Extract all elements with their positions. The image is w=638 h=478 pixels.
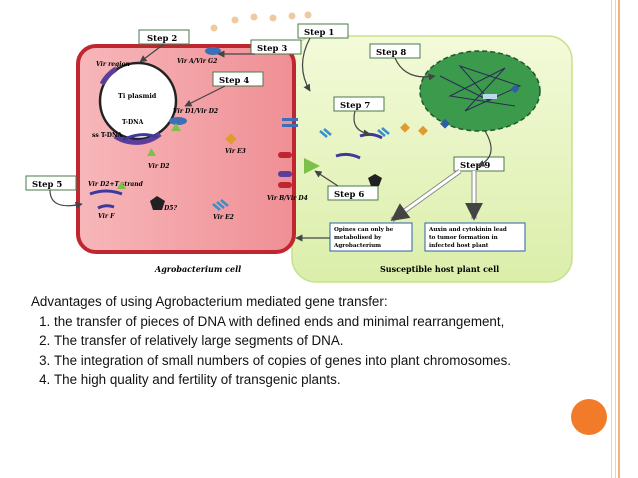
auxin-box: Auxin and cytokinin lead to tumor format… (424, 222, 526, 252)
vir-b-channel-bottom (278, 182, 292, 188)
svg-text:Opines can only be: Opines can only be (334, 227, 394, 233)
advantages-list: the transfer of pieces of DNA with defin… (31, 312, 591, 390)
vir-region-arc (99, 66, 118, 86)
step-1-box: Step 1 (297, 23, 349, 39)
svg-text:Step 7: Step 7 (340, 101, 370, 111)
svg-text:Auxin and cytokinin lead: Auxin and cytokinin lead (428, 227, 507, 233)
vir-b-d4-label: Vir B/Vir D4 (267, 195, 308, 202)
t-strand-strand (89, 189, 123, 196)
svg-text:to tumor formation in: to tumor formation in (429, 235, 498, 241)
vir-region-label: Vir region (96, 61, 130, 68)
vir-d2-t-strand-label: Vir D2+T strand (88, 181, 144, 188)
host-cell-label: Susceptible host plant cell (380, 264, 499, 274)
signal-dot (250, 13, 258, 21)
step-4-box: Step 4 (212, 71, 264, 87)
vir-e3-diamond (225, 133, 237, 145)
t-strand-triangle (117, 181, 126, 189)
vir-d1-d2-shape (169, 117, 187, 125)
nucleus-segment (483, 94, 497, 99)
advantages-section: Advantages of using Agrobacterium mediat… (31, 292, 591, 390)
ss-t-dna-strand (122, 133, 158, 142)
ti-plasmid-label: Ti plasmid (118, 92, 157, 100)
advantage-item: The integration of small numbers of copi… (54, 351, 591, 371)
vir-d5-pentagon (150, 196, 165, 210)
orange-circle-decoration (571, 399, 607, 435)
vir-b-channel-mid (278, 171, 292, 177)
vir-f-strand (97, 204, 115, 210)
membrane-pore-1 (282, 118, 298, 121)
step-2-box: Step 2 (138, 29, 190, 45)
signal-dot (304, 11, 312, 19)
arrow-nucleus-step9 (477, 130, 492, 167)
right-stripe (618, 0, 620, 478)
svg-text:infected host plant: infected host plant (429, 243, 489, 249)
svg-text:Step 1: Step 1 (304, 28, 334, 38)
advantage-item: the transfer of pieces of DNA with defin… (54, 312, 591, 332)
arrow-step6 (314, 170, 339, 187)
ti-plasmid (98, 61, 178, 141)
right-stripe-thin (615, 0, 616, 478)
arrow-step4 (184, 85, 226, 107)
signal-dot (210, 24, 218, 32)
vir-a-g2-label: Vir A/Vir G2 (177, 58, 217, 65)
arrow-step5 (49, 189, 83, 209)
nucleus (419, 50, 541, 132)
t-dna-label: T-DNA (122, 119, 144, 126)
step-3-box: Step 3 (250, 39, 302, 55)
right-stripe-thin-2 (611, 0, 612, 478)
step-7-box: Step 7 (333, 96, 385, 112)
vir-d2-triangle (147, 148, 156, 156)
vir-d1-d2-triangle (171, 123, 181, 131)
step-5-box: Step 5 (25, 175, 77, 191)
arrow-step1 (301, 37, 311, 92)
host-strand-2 (359, 132, 383, 140)
svg-text:Step 9: Step 9 (460, 161, 490, 171)
host-marks-2 (377, 127, 390, 137)
svg-text:Step 6: Step 6 (334, 190, 364, 200)
svg-text:Step 8: Step 8 (376, 48, 406, 58)
step-8-box: Step 8 (369, 43, 421, 59)
vir-a-receptor (205, 47, 221, 55)
vir-d1-d2-label: Vir D1/Vir D2 (173, 108, 218, 115)
vir-e2-label: Vir E2 (213, 214, 234, 221)
arrow-to-opines-head (390, 169, 461, 222)
opines-box: Opines can only be metabolised by Agroba… (329, 222, 413, 252)
vir-e2-marks (212, 199, 229, 211)
host-strand-1 (335, 152, 361, 160)
advantages-heading: Advantages of using Agrobacterium mediat… (31, 294, 388, 309)
transfer-triangle (304, 158, 320, 174)
signal-dot (288, 12, 296, 20)
agrobacterium-cell-label: Agrobacterium cell (154, 264, 241, 274)
svg-text:Agrobacterium: Agrobacterium (333, 243, 381, 249)
signal-dot (269, 14, 277, 22)
membrane-pore-2 (282, 124, 298, 127)
host-diamond-orange-2 (418, 125, 428, 136)
svg-text:Step 5: Step 5 (32, 180, 62, 190)
vir-d5-label: Vir D5? (152, 205, 177, 212)
ss-t-dna-label: ss T-DNA (92, 132, 122, 139)
svg-text:Step 2: Step 2 (147, 34, 177, 44)
vir-b-channel-top (278, 152, 292, 158)
svg-text:Step 3: Step 3 (257, 44, 287, 54)
advantage-item: The transfer of relatively large segment… (54, 331, 591, 351)
signal-dot (231, 16, 239, 24)
arrow-step8 (394, 57, 436, 81)
vir-e3-label: Vir E3 (225, 148, 246, 155)
advantage-item: The high quality and fertility of transg… (54, 370, 591, 390)
host-marks-1 (319, 128, 332, 138)
agrobacterium-diagram: Step 2 Step 3 Step 1 Step 4 Step 8 Step … (25, 11, 573, 283)
host-pentagon (368, 174, 382, 186)
vir-f-label: Vir F (98, 213, 115, 220)
svg-text:metabolised by: metabolised by (334, 235, 382, 241)
vir-d2-label: Vir D2 (148, 163, 169, 170)
arrow-step2 (139, 43, 165, 63)
arrow-step7 (353, 110, 371, 137)
step-6-box: Step 6 (327, 185, 379, 201)
step-9-box: Step 9 (453, 156, 505, 172)
svg-text:Step 4: Step 4 (219, 76, 249, 86)
